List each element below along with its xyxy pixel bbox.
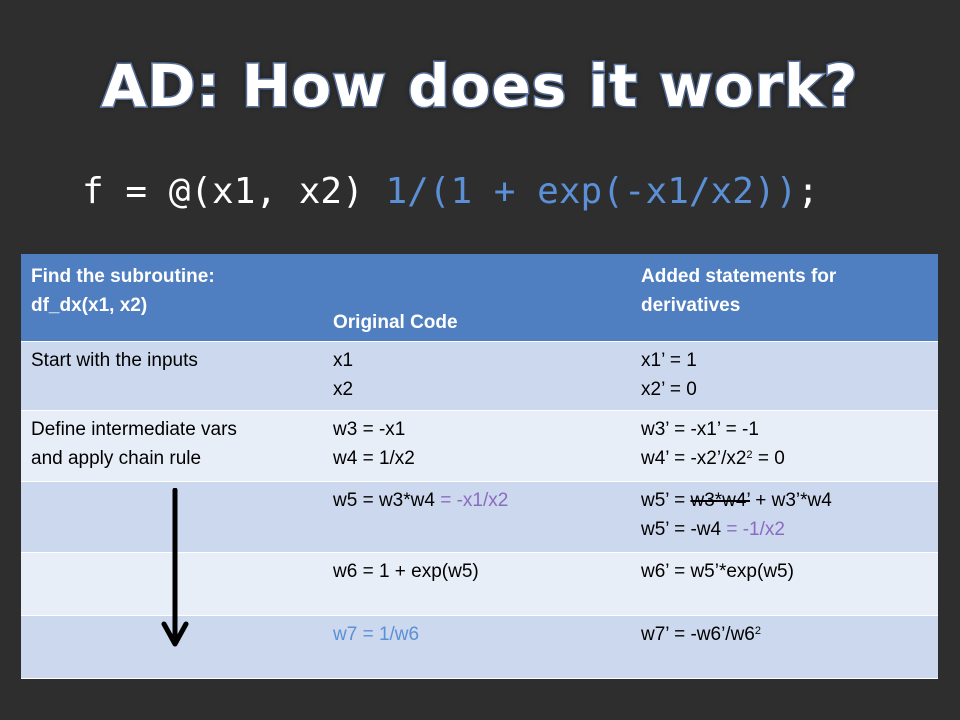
down-arrow-icon [161,488,189,647]
deriv-part: w7’ = -w6’/w6 [641,624,755,645]
header-original-code: Original Code [323,254,631,342]
deriv-part: w5’ = -w4 [641,519,722,540]
row-label [21,552,323,616]
table-header-row: Find the subroutine: df_dx(x1, x2) Origi… [21,254,938,342]
table-row: Start with the inputs x1 x2 x1’ = 1 x2’ … [21,341,938,411]
row-code-line1: x1 [333,350,354,371]
header-subroutine-line2: df_dx(x1, x2) [31,295,148,316]
row-code-line2: x2 [333,379,354,400]
deriv-part: + w3’*w4 [749,490,832,511]
row-deriv-line1: w5’ = w3*w4’ + w3’*w4 [641,486,932,515]
code-part: w5 = w3*w4 [333,490,435,511]
row-label-line1: Define intermediate vars [31,419,237,440]
header-original-code-label: Original Code [333,312,458,333]
header-subroutine: Find the subroutine: df_dx(x1, x2) [21,254,323,342]
row-derivative: w5’ = w3*w4’ + w3’*w4 w5’ = -w4 = -1/x2 [631,481,938,553]
deriv-struck-term: w3*w4’ [690,490,750,511]
deriv-simplified: = -1/x2 [721,519,785,540]
row-derivative: w6’ = w5’*exp(w5) [631,552,938,616]
row-deriv-line1: w3’ = -x1’ = -1 [641,419,759,440]
header-added-line1: Added statements for [641,266,837,287]
row-deriv-line1: w6’ = w5’*exp(w5) [641,561,794,582]
row-deriv-line2: w4’ = -x2’/x22 = 0 [641,444,932,473]
code-prefix: f = @(x1, x2) [82,171,386,212]
table-row: w5 = w3*w4 = -x1/x2 w5’ = w3*w4’ + w3’*w… [21,481,938,553]
header-added-statements: Added statements for derivatives [631,254,938,342]
row-code: w7 = 1/w6 [323,615,631,679]
code-simplified: = -x1/x2 [434,490,509,511]
row-code: x1 x2 [323,341,631,411]
row-label-line1: Start with the inputs [31,350,198,371]
row-code: w5 = w3*w4 = -x1/x2 [323,481,631,553]
function-definition: f = @(x1, x2) 1/(1 + exp(-x1/x2)); [82,170,819,213]
row-code: w3 = -x1 w4 = 1/x2 [323,410,631,482]
row-label: Start with the inputs [21,341,323,411]
row-code: w6 = 1 + exp(w5) [323,552,631,616]
header-added-line2: derivatives [641,295,741,316]
deriv-exponent: 2 [746,449,753,461]
row-code-line1: w6 = 1 + exp(w5) [333,561,479,582]
row-derivative: w3’ = -x1’ = -1 w4’ = -x2’/x22 = 0 [631,410,938,482]
row-deriv-line2: w5’ = -w4 = -1/x2 [641,515,932,544]
slide-title: AD: How does it work? [100,51,859,122]
table-row: w6 = 1 + exp(w5) w6’ = w5’*exp(w5) [21,552,938,616]
row-code-line1: w7 = 1/w6 [333,624,420,645]
deriv-part: w5’ = [641,490,691,511]
row-label [21,615,323,679]
row-label-line2: and apply chain rule [31,448,202,469]
deriv-part: = 0 [752,448,785,469]
row-code-line1: w3 = -x1 [333,419,406,440]
table-row: Define intermediate vars and apply chain… [21,410,938,482]
table-row: w7 = 1/w6 w7’ = -w6’/w62 [21,615,938,679]
row-code-line2: w4 = 1/x2 [333,448,415,469]
deriv-exponent: 2 [754,625,761,637]
header-subroutine-line1: Find the subroutine: [31,266,215,287]
deriv-part: w4’ = -x2’/x2 [641,448,747,469]
row-label: Define intermediate vars and apply chain… [21,410,323,482]
code-suffix: ; [797,171,819,212]
row-deriv-line2: x2’ = 0 [641,379,697,400]
row-label [21,481,323,553]
ad-table: Find the subroutine: df_dx(x1, x2) Origi… [21,254,938,679]
row-derivative: w7’ = -w6’/w62 [631,615,938,679]
code-body: 1/(1 + exp(-x1/x2)) [385,171,798,212]
row-deriv-line1: x1’ = 1 [641,350,697,371]
row-code-line1: w5 = w3*w4 = -x1/x2 [333,486,625,515]
row-deriv-line1: w7’ = -w6’/w62 [641,620,932,649]
row-derivative: x1’ = 1 x2’ = 0 [631,341,938,411]
